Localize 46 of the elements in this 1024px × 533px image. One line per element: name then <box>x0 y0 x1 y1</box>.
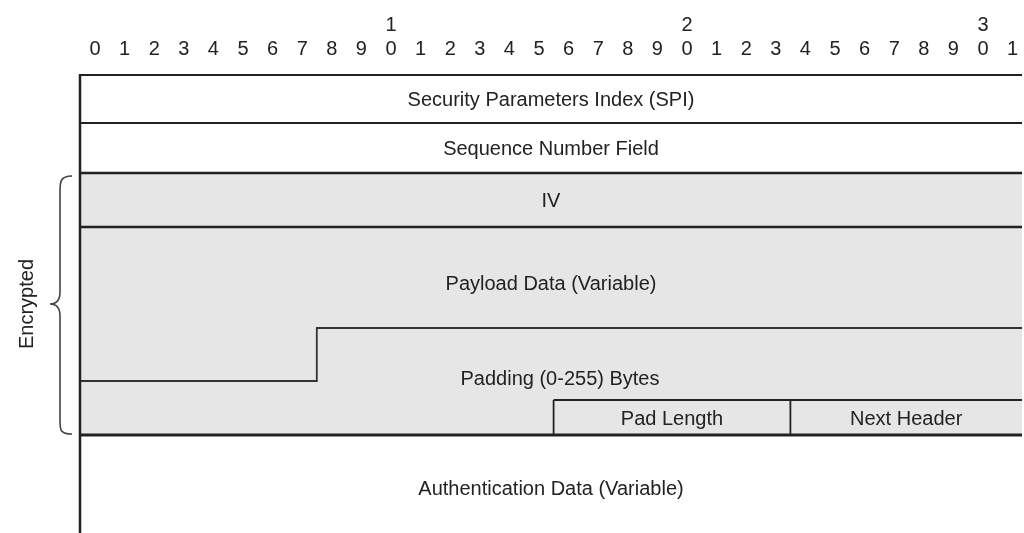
bit-ruler-digit: 3 <box>977 14 989 34</box>
field-label: Sequence Number Field <box>443 138 659 158</box>
bit-ruler-digit: 5 <box>237 38 249 58</box>
bit-ruler-digit: 1 <box>1007 38 1019 58</box>
bit-ruler-digit: 8 <box>326 38 338 58</box>
bit-ruler-digit: 4 <box>503 38 515 58</box>
brace-label: Encrypted <box>16 258 36 350</box>
bit-ruler-digit: 1 <box>119 38 131 58</box>
bit-ruler-digit: 0 <box>89 38 101 58</box>
bit-ruler-digit: 9 <box>355 38 367 58</box>
bit-ruler-digit: 1 <box>711 38 723 58</box>
field-label: Next Header <box>850 407 963 428</box>
bit-ruler-digit: 3 <box>474 38 486 58</box>
field-label: Payload Data (Variable) <box>445 273 657 293</box>
bit-ruler-digit: 2 <box>444 38 456 58</box>
bit-ruler-digit: 2 <box>148 38 160 58</box>
bit-ruler-digit: 9 <box>947 38 959 58</box>
bit-ruler-digit: 0 <box>977 38 989 58</box>
bit-ruler-digit: 4 <box>799 38 811 58</box>
bit-ruler-digit: 1 <box>385 14 397 34</box>
bit-ruler-digit: 7 <box>888 38 900 58</box>
bit-ruler-digit: 3 <box>770 38 782 58</box>
bit-ruler-digit: 2 <box>740 38 752 58</box>
bit-ruler-digit: 5 <box>533 38 545 58</box>
field-label: Padding (0-255) Bytes <box>460 368 660 388</box>
field-label: IV <box>541 190 561 210</box>
bit-ruler-digit: 6 <box>563 38 575 58</box>
field-label: Security Parameters Index (SPI) <box>407 89 695 109</box>
bit-ruler-digit: 5 <box>829 38 841 58</box>
bit-ruler-digit: 0 <box>681 38 693 58</box>
bit-ruler-digit: 7 <box>592 38 604 58</box>
packet-field <box>80 173 1022 227</box>
bit-ruler-digit: 8 <box>622 38 634 58</box>
field-label: Pad Length <box>620 407 724 428</box>
bit-ruler-digit: 0 <box>385 38 397 58</box>
packet-field <box>80 328 1022 435</box>
bit-ruler-digit: 2 <box>681 14 693 34</box>
field-label: Authentication Data (Variable) <box>418 478 684 498</box>
bit-ruler-digit: 8 <box>918 38 930 58</box>
bit-ruler-digit: 4 <box>207 38 219 58</box>
bit-ruler-digit: 1 <box>415 38 427 58</box>
bit-ruler-digit: 7 <box>296 38 308 58</box>
bit-ruler-digit: 6 <box>267 38 279 58</box>
bit-ruler-digit: 3 <box>178 38 190 58</box>
bit-ruler-digit: 9 <box>651 38 663 58</box>
bit-ruler-digit: 6 <box>859 38 871 58</box>
